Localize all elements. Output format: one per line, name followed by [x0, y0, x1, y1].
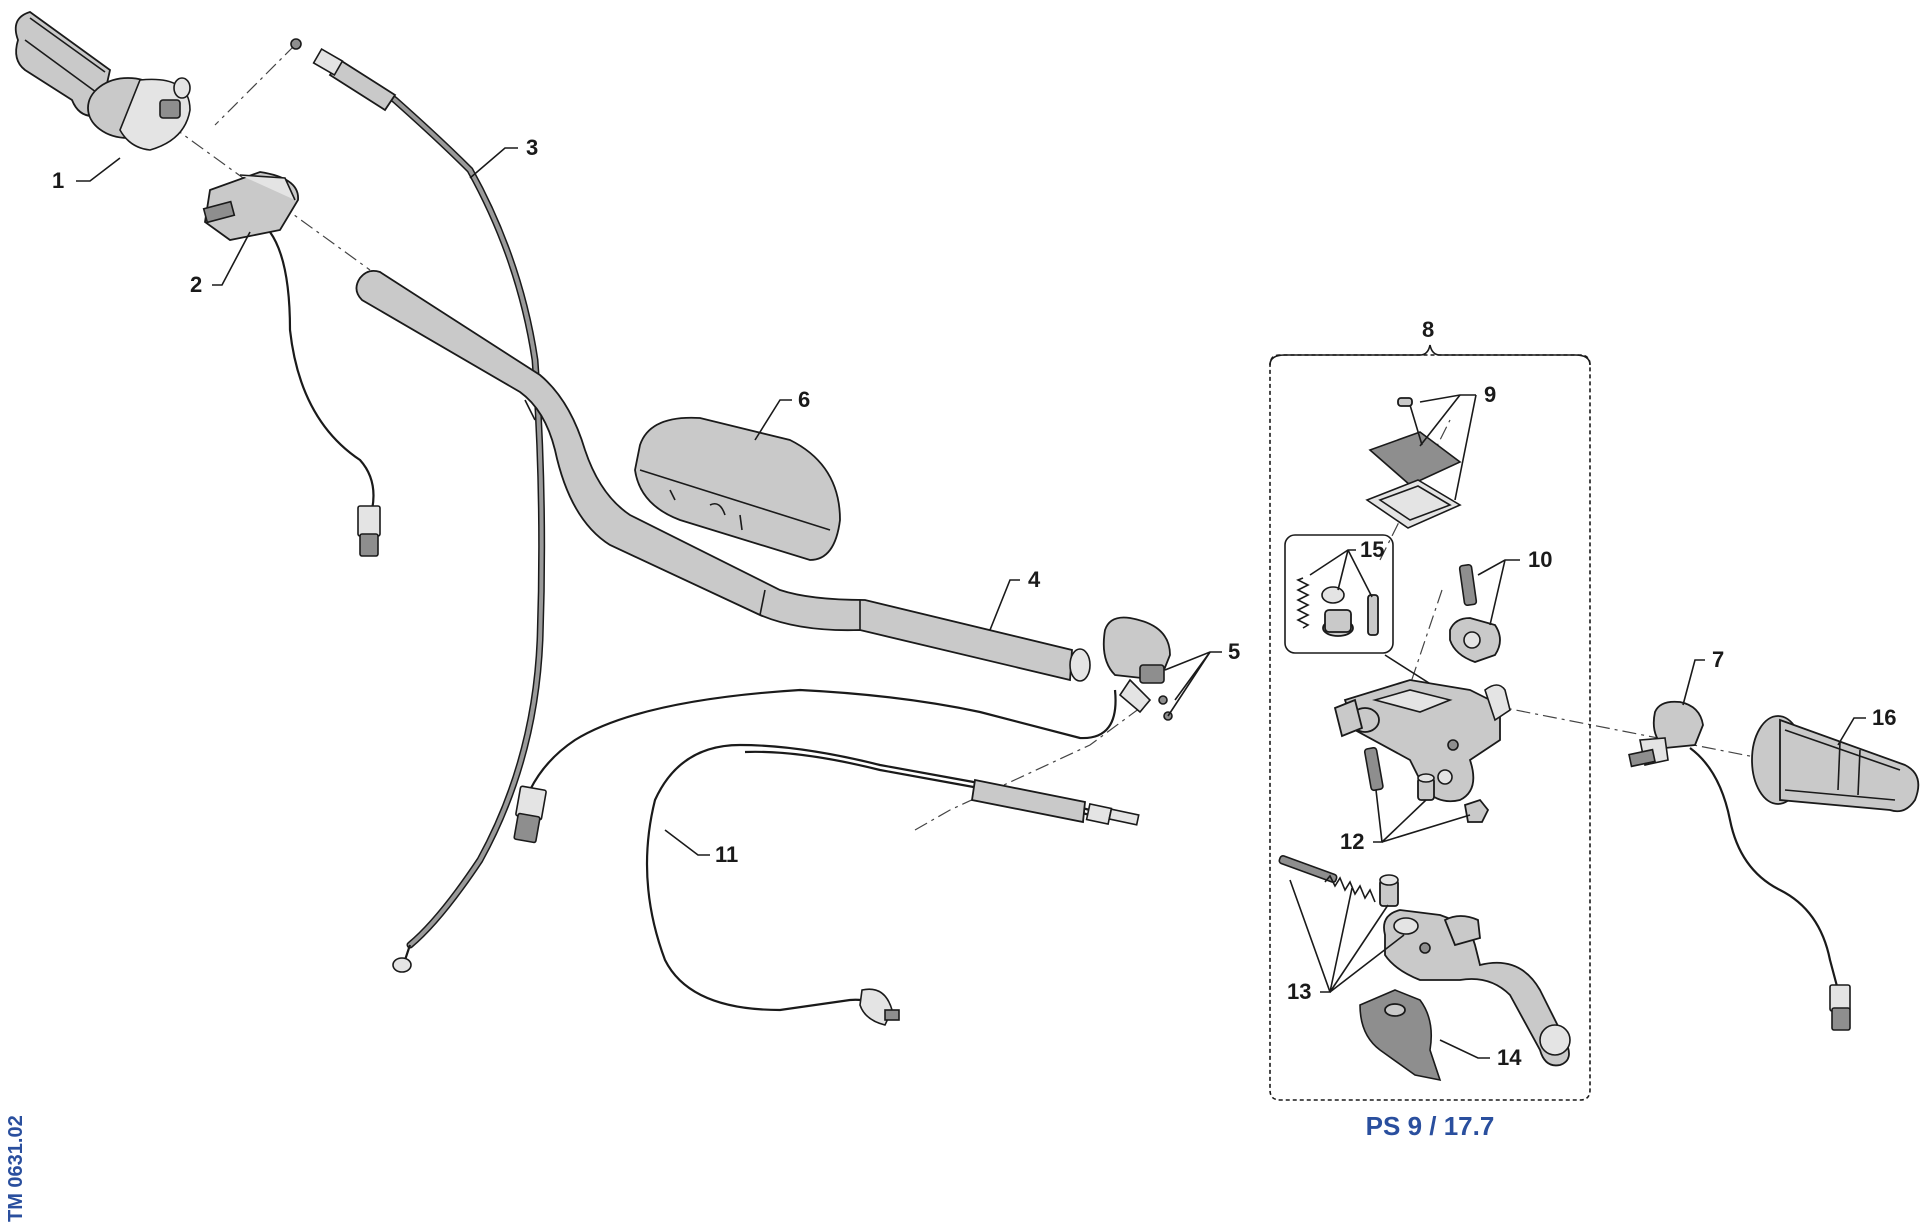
- right-switch: [1628, 700, 1851, 1031]
- callout-15: 15: [1360, 537, 1384, 562]
- reservoir-cap: [1365, 397, 1462, 529]
- group-reference-label: PS 9 / 17.7: [1366, 1111, 1495, 1141]
- lever-assembly: [1278, 855, 1571, 1067]
- lever-cover: [1359, 989, 1442, 1082]
- drawing-code: TM 0631.02: [5, 1115, 27, 1222]
- callout-13: 13: [1287, 979, 1311, 1004]
- callout-5: 5: [1228, 639, 1240, 664]
- handlebar-grip: [1751, 715, 1920, 813]
- handlebar-pad: [634, 416, 841, 561]
- left-switch: [202, 171, 381, 557]
- throttle-cable: [290, 38, 546, 973]
- lever-cable: [645, 743, 1140, 1026]
- leader-lines: [76, 147, 1866, 1059]
- right-switch-clamp: [513, 616, 1173, 844]
- callout-7: 7: [1712, 647, 1724, 672]
- master-cylinder-group-frame: [1269, 344, 1591, 1101]
- callout-labels: 1 2 3 4 5 6 7 8 9 10 11 12 13 14 15 16: [52, 135, 1896, 1070]
- callout-14: 14: [1497, 1045, 1522, 1070]
- lever-clamp: [1449, 563, 1501, 663]
- callout-11: 11: [715, 842, 738, 867]
- callout-10: 10: [1528, 547, 1552, 572]
- callout-6: 6: [798, 387, 810, 412]
- callout-8: 8: [1422, 317, 1434, 342]
- callout-9: 9: [1484, 382, 1496, 407]
- callout-1: 1: [52, 168, 64, 193]
- assembly-axis-lines: [169, 44, 1771, 831]
- callout-12: 12: [1340, 829, 1364, 854]
- handlebar: [355, 269, 1091, 682]
- callout-16: 16: [1872, 705, 1896, 730]
- callout-2: 2: [190, 272, 202, 297]
- piston-kit-inset: [1284, 534, 1441, 691]
- callout-4: 4: [1028, 567, 1041, 592]
- callout-3: 3: [526, 135, 538, 160]
- throttle-grip: [14, 11, 191, 151]
